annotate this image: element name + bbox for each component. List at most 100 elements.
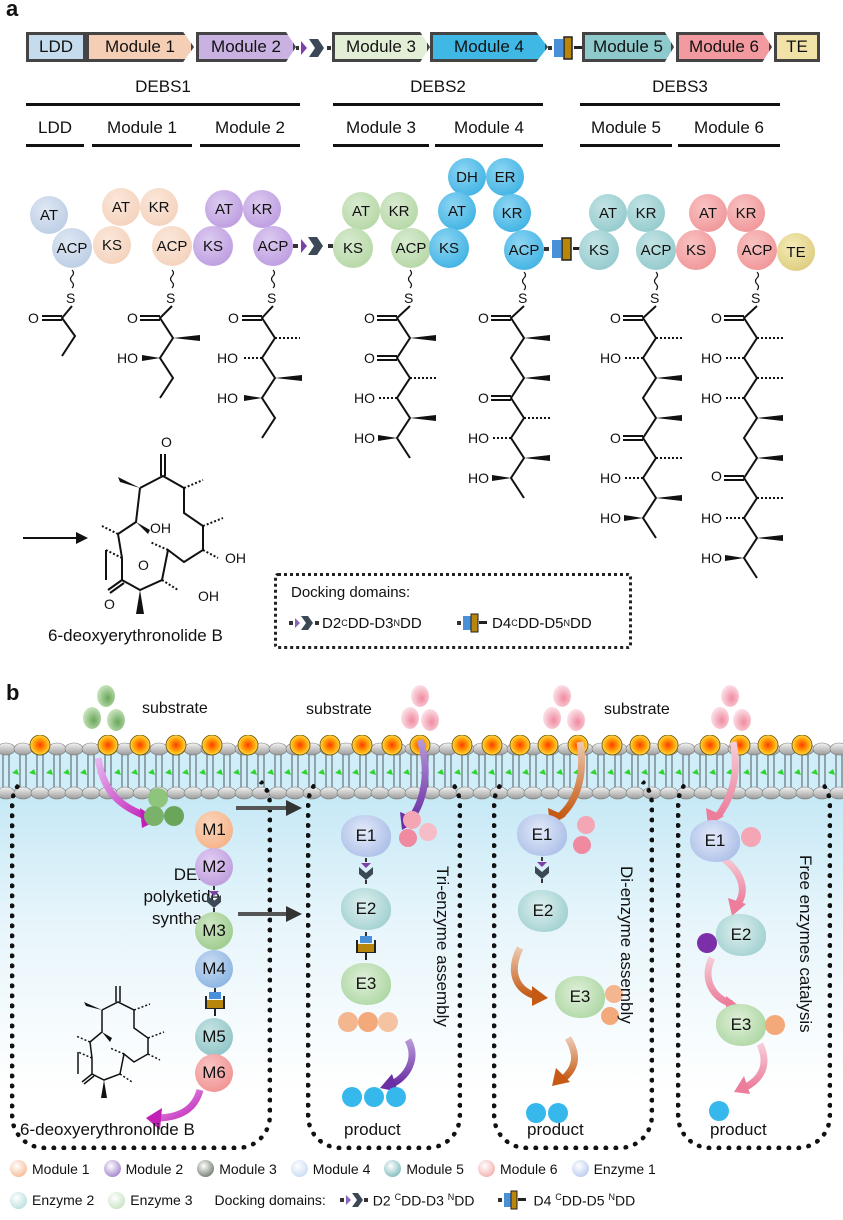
text: D2 CDD-D3 NDD (373, 1192, 475, 1209)
product-label: product (710, 1120, 767, 1139)
blue-product-droplet (709, 1101, 729, 1121)
enzyme-e1: E1 (517, 814, 567, 856)
pink-substrate-cluster (573, 816, 595, 854)
protein-debs2: DEBS2 (410, 77, 466, 96)
structure-m2 (242, 305, 302, 439)
domain-m3-at: AT (342, 192, 380, 230)
domain-m2-kr: KR (243, 190, 281, 228)
module-header-2: Module 2 (215, 118, 285, 137)
text: DD-D3 (401, 1192, 448, 1209)
enzyme-e2: E2 (341, 888, 391, 930)
gene-label: Module 1 (105, 37, 175, 56)
legend-item: Module 3 (197, 1160, 277, 1177)
orange-intermediate-cluster (338, 1012, 398, 1032)
module-header-6: Module 6 (694, 118, 764, 137)
docking-d2-icon (359, 858, 373, 884)
module-m3: M3 (195, 912, 233, 950)
legend-swatch-icon (108, 1191, 126, 1209)
atom-ho: HO (354, 430, 375, 446)
gene-module-4: Module 4 (430, 32, 548, 62)
structure-ldd (42, 305, 77, 357)
text: DD-D5 (561, 1192, 609, 1209)
docking-title: Docking domains: (291, 584, 411, 601)
atom-o: O (127, 310, 138, 326)
legend-swatch-icon (290, 1160, 308, 1177)
legend-item: Module 2 (103, 1160, 183, 1177)
legend-label: Module 4 (312, 1160, 371, 1177)
arrow-di-e3-to-product (552, 1036, 579, 1086)
domain-m6-kr: KR (727, 194, 765, 232)
domain-m4-at: AT (438, 192, 476, 230)
docking-d2-icon (296, 39, 331, 57)
legend-label: Enzyme 2 (32, 1192, 95, 1208)
pink-substrate-droplets (401, 685, 439, 731)
atom-o: O (364, 350, 375, 366)
atom-ho: HO (354, 390, 375, 406)
atom-ho: HO (701, 550, 722, 566)
product-label: product (344, 1120, 401, 1139)
gene-module-3: Module 3 (332, 32, 430, 62)
divider (580, 144, 672, 147)
module-m5: M5 (195, 1018, 233, 1056)
gene-te: TE (774, 32, 820, 62)
legend-item: Module 4 (290, 1160, 371, 1177)
gene-label: Module 6 (689, 37, 759, 56)
atom-o: O (161, 434, 172, 450)
structure-m1 (140, 305, 200, 399)
atom-s: S (751, 290, 761, 306)
domain-m4-kr: KR (493, 194, 531, 232)
domain-te: TE (777, 233, 815, 271)
atom-o: O (610, 430, 621, 446)
legend-item: Module 5 (384, 1160, 464, 1177)
pink-substrate-droplets (711, 685, 751, 731)
module-header-4: Module 4 (454, 118, 524, 137)
arrow-debs-to-tri-2 (238, 906, 302, 922)
arrow-di-e2-to-e3 (510, 946, 548, 1006)
domain-m4-acp: ACP (504, 230, 544, 270)
domain-m1-at: AT (102, 188, 140, 226)
domain-m5-acp: ACP (636, 230, 676, 270)
domain-m2-ks: KS (193, 226, 233, 266)
atom-ho: HO (468, 470, 489, 486)
domain-ldd-at: AT (30, 196, 68, 234)
enzyme-e2: E2 (716, 914, 766, 956)
compartment-debs (10, 770, 272, 1150)
atom-ho: HO (701, 350, 722, 366)
enzyme-e3: E3 (555, 976, 605, 1018)
docking-d4-icon (356, 932, 376, 960)
atom-o: O (610, 310, 621, 326)
orange-intermediate-droplet (765, 1015, 785, 1035)
gene-module-5: Module 5 (582, 32, 674, 62)
arrow-substrate-to-di (548, 741, 586, 826)
legend-d4: D4 CDD-D5 NDD (498, 1190, 635, 1210)
text: D2 (322, 614, 342, 632)
enzyme-e2: E2 (518, 890, 568, 932)
panel-a-label: a (6, 0, 19, 21)
substrate-label-2: substrate (306, 701, 372, 718)
docking-d4-icon (498, 1190, 527, 1210)
green-substrate-droplets (83, 685, 125, 731)
domain-m5-kr: KR (627, 194, 665, 232)
substrate-droplets (83, 685, 751, 731)
text: DD-D5 (517, 614, 564, 632)
6deb-structure-small (75, 986, 165, 1098)
legend-swatch-icon (10, 1160, 27, 1177)
legend-swatch-icon (103, 1160, 121, 1177)
legend-swatch-icon (10, 1191, 27, 1209)
domain-m6-ks: KS (676, 230, 716, 270)
text: DD (614, 1192, 636, 1209)
module-m1: M1 (195, 811, 233, 849)
debs-label-line: polyketide (143, 887, 220, 906)
green-substrate-cluster (144, 788, 184, 826)
gene-label: TE (786, 37, 808, 56)
legend-item: Module 6 (477, 1160, 558, 1177)
polyketide-intermediates (42, 269, 783, 579)
product-name-b: 6-deoxyerythronolide B (20, 1120, 195, 1139)
divider (92, 144, 192, 147)
arrow-free-e1-to-e2 (717, 853, 746, 916)
enzyme-e1: E1 (341, 815, 391, 857)
arrow-m6-to-6deb (146, 1088, 204, 1130)
